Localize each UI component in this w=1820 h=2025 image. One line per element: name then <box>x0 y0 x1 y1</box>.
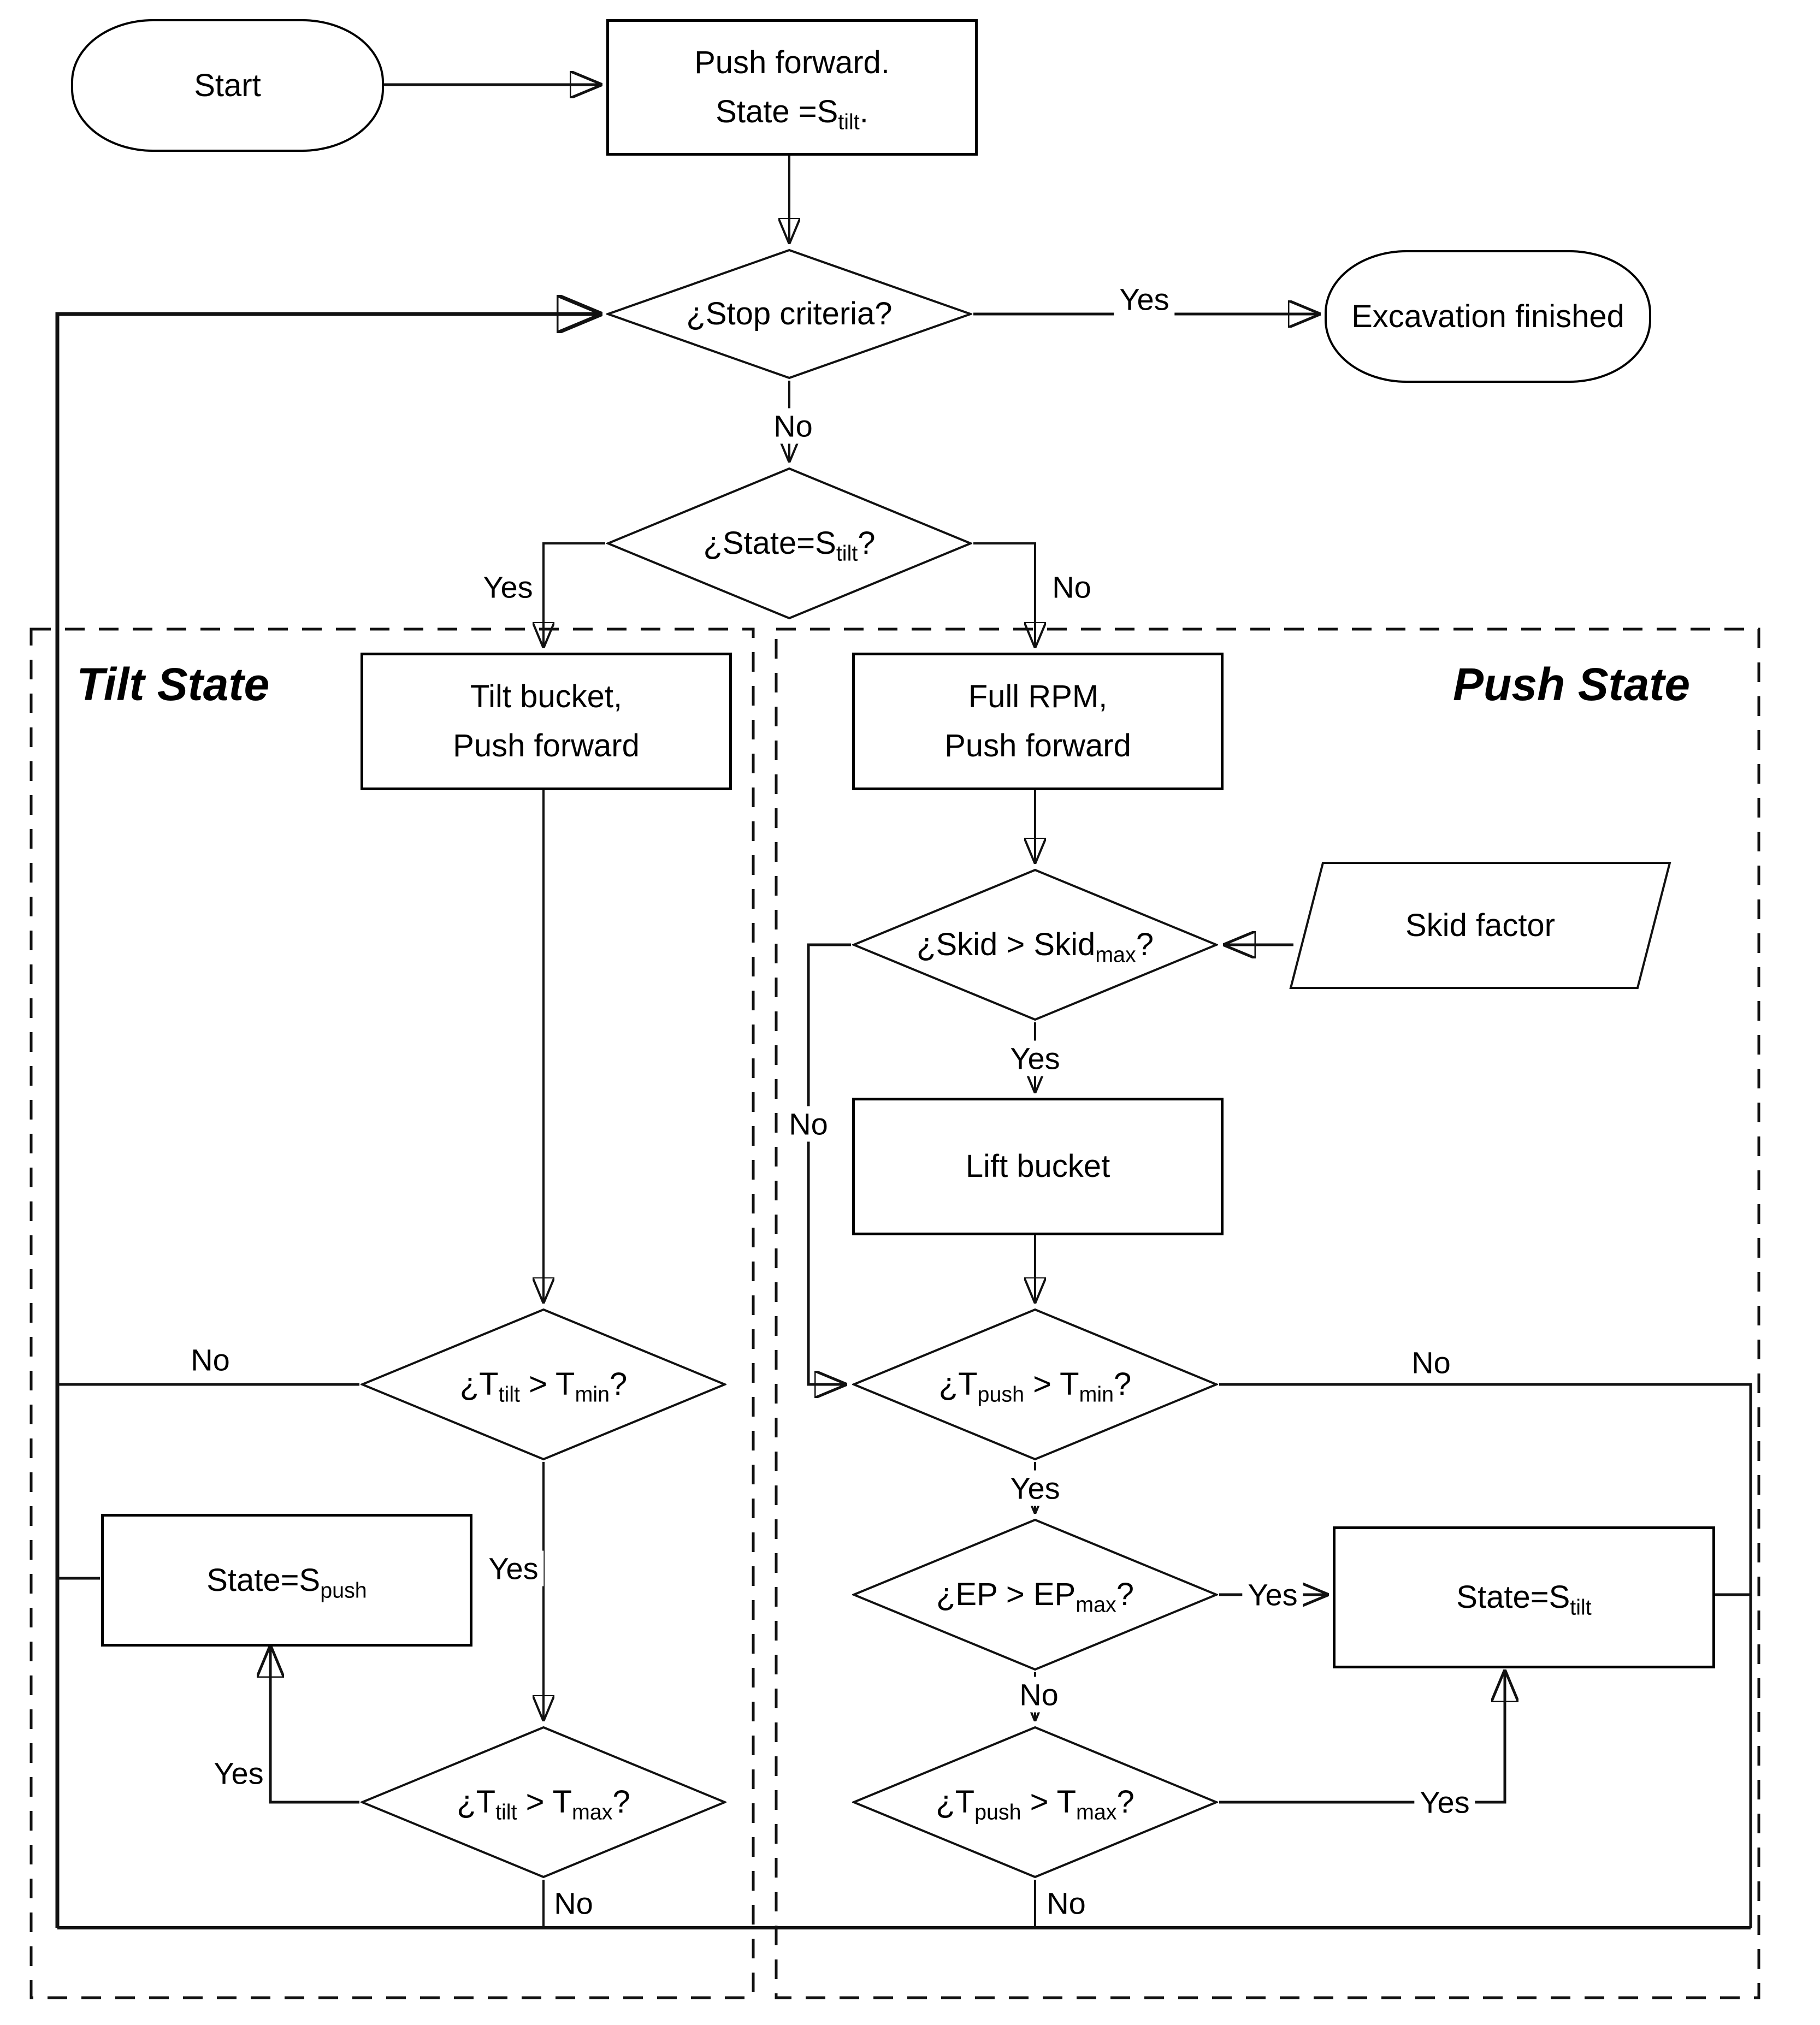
skid-factor-input: Skid factor <box>1289 861 1671 990</box>
tilt-bucket-label: Tilt bucket, Push forward <box>453 679 640 763</box>
edge-label-skid-no: No <box>783 1106 834 1142</box>
tilt-state-title: Tilt State <box>76 659 270 710</box>
state-check-label: ¿State=Stilt? <box>703 525 876 566</box>
edge-label-state-yes: Yes <box>477 569 539 605</box>
ttilt-max-label: ¿Ttilt > Tmax? <box>457 1784 630 1825</box>
edge-label-tpushmin-no: No <box>1406 1345 1456 1381</box>
edge-label-skid-yes: Yes <box>1004 1040 1066 1076</box>
lift-bucket-label: Lift bucket <box>965 1148 1110 1185</box>
state-check-decision: ¿State=Stilt? <box>606 467 972 620</box>
parallelogram-shape <box>1289 862 1671 989</box>
edge-label-stop-no: No <box>768 408 818 444</box>
skid-factor-label: Skid factor <box>1405 907 1555 943</box>
tpush-min-label: ¿Tpush > Tmin? <box>938 1366 1132 1407</box>
edge-label-tpushmax-no: No <box>1041 1885 1091 1921</box>
diamond-shape <box>606 467 972 620</box>
diamond-shape <box>361 1726 726 1879</box>
edge-return-loop <box>55 314 599 1928</box>
push-state-title: Push State <box>1453 659 1691 710</box>
tpush-max-label: ¿Tpush > Tmax? <box>936 1784 1134 1825</box>
push-forward-init-label: Push forward. State =Stilt. <box>694 45 890 134</box>
edge-tpushmin-no <box>1219 1383 1752 1928</box>
ttilt-min-decision: ¿Ttilt > Tmin? <box>361 1308 726 1461</box>
push-forward-init-box: Push forward. State =Stilt. <box>606 19 978 156</box>
edge-label-state-no: No <box>1047 569 1097 605</box>
diamond-shape <box>606 248 972 380</box>
edge-label-ep-no: No <box>1014 1677 1064 1713</box>
skid-check-label: ¿Skid > Skidmax? <box>917 927 1154 967</box>
edge-label-ttiltmax-no: No <box>548 1885 599 1921</box>
tpush-min-decision: ¿Tpush > Tmin? <box>852 1308 1218 1461</box>
start-terminal: Start <box>71 19 384 152</box>
diamond-shape <box>852 1518 1218 1671</box>
excavation-finished-terminal: Excavation finished <box>1325 250 1651 383</box>
edge-label-ep-yes: Yes <box>1242 1577 1303 1613</box>
state-stilt-label: State=Stilt <box>1456 1579 1592 1620</box>
ep-check-decision: ¿EP > EPmax? <box>852 1518 1218 1671</box>
diamond-shape <box>361 1308 726 1461</box>
full-rpm-box: Full RPM, Push forward <box>852 653 1224 790</box>
tilt-bucket-box: Tilt bucket, Push forward <box>361 653 732 790</box>
start-label: Start <box>194 67 261 103</box>
push-state-region-border <box>775 627 1760 1999</box>
edge-skid-no <box>807 943 851 1384</box>
edge-label-ttiltmax-yes: Yes <box>208 1755 269 1791</box>
diamond-shape <box>852 868 1218 1021</box>
edge-label-ttiltmin-no: No <box>185 1342 235 1378</box>
edge-state-no <box>973 542 1035 646</box>
stop-criteria-label: ¿Stop criteria? <box>686 296 893 332</box>
skid-check-decision: ¿Skid > Skidmax? <box>852 868 1218 1021</box>
diamond-shape <box>852 1308 1218 1461</box>
state-stilt-box: State=Stilt <box>1333 1526 1715 1668</box>
edge-ttiltmax-yes <box>270 1648 359 1804</box>
edge-tpushmax-yes <box>1219 1672 1505 1804</box>
diamond-shape <box>852 1726 1218 1879</box>
ttilt-max-decision: ¿Ttilt > Tmax? <box>361 1726 726 1879</box>
state-spush-label: State=Spush <box>206 1562 367 1603</box>
edge-label-stop-yes: Yes <box>1114 281 1175 317</box>
full-rpm-label: Full RPM, Push forward <box>944 679 1131 763</box>
excavation-finished-label: Excavation finished <box>1351 298 1624 334</box>
tilt-state-region-border <box>29 627 755 1999</box>
edge-label-tpushmax-yes: Yes <box>1414 1784 1475 1820</box>
tpush-max-decision: ¿Tpush > Tmax? <box>852 1726 1218 1879</box>
ep-check-label: ¿EP > EPmax? <box>936 1577 1134 1617</box>
edge-state-yes <box>543 542 605 646</box>
edge-label-tpushmin-yes: Yes <box>1004 1470 1066 1506</box>
state-spush-box: State=Spush <box>101 1514 472 1647</box>
stop-criteria-decision: ¿Stop criteria? <box>606 248 972 380</box>
edge-label-ttiltmin-yes: Yes <box>483 1550 544 1586</box>
lift-bucket-box: Lift bucket <box>852 1098 1224 1235</box>
ttilt-min-label: ¿Ttilt > Tmin? <box>459 1366 628 1407</box>
